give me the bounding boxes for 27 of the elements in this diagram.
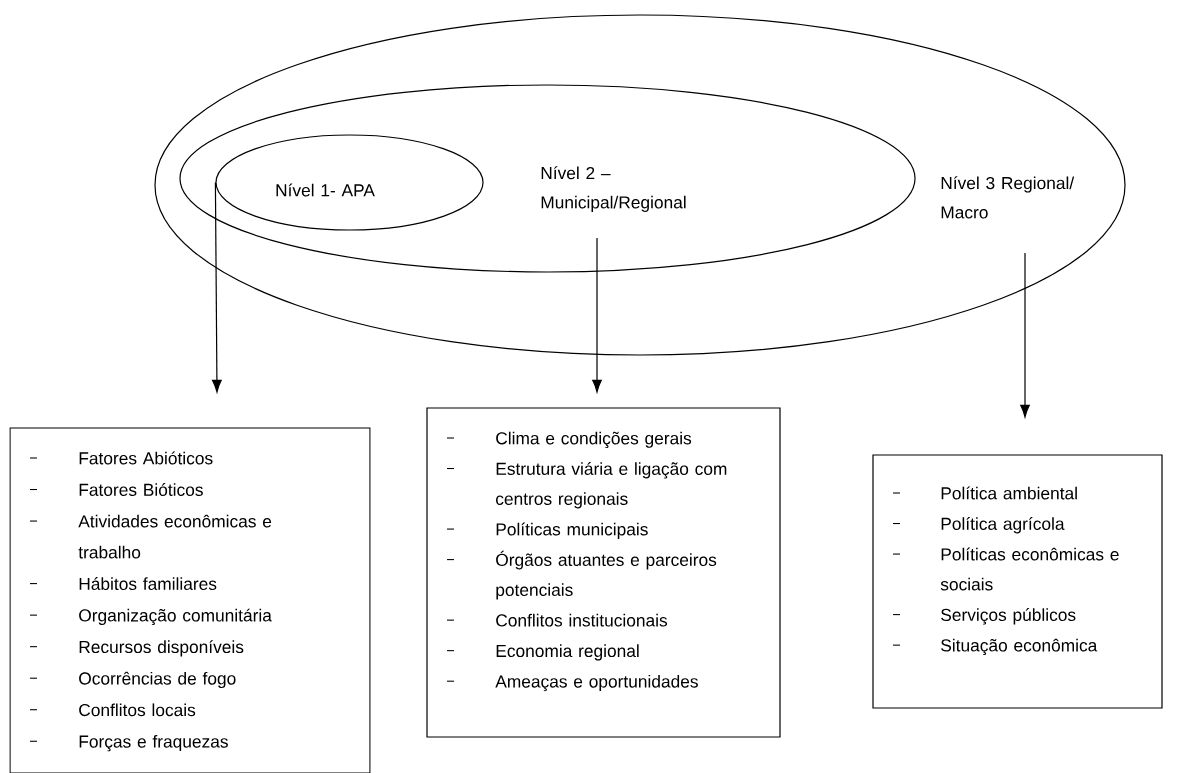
list-item: Situação econômica: [941, 638, 1098, 656]
list-item: Fatores Abióticos: [79, 451, 213, 465]
list-item: Economia regional: [496, 644, 639, 661]
list-item: Estrutura viária e ligação com centros regionais: [496, 462, 727, 509]
level-label: Nível 1- APA: [276, 183, 375, 197]
list-item: Forças e fraquezas: [79, 735, 228, 752]
list-item: Fatores Bióticos: [79, 483, 203, 496]
list-item: Política ambiental: [941, 486, 1077, 500]
list-item: Conflitos locais: [79, 703, 196, 717]
list-item: Atividades econômicas e trabalho: [78, 514, 272, 559]
list-item: Política agrícola: [941, 517, 1065, 534]
level-label: Nível 2 – Municipal/Regional: [541, 166, 686, 212]
list-item: Políticas econômicas e sociais: [940, 547, 1119, 591]
list-item: Organização comunitária: [79, 608, 272, 626]
list-item: Hábitos familiares: [79, 577, 217, 591]
list-item: Recursos disponíveis: [79, 640, 244, 657]
arrow: [592, 237, 602, 393]
list-item: Políticas municipais: [496, 522, 648, 539]
arrow: [1020, 252, 1030, 418]
level-label: Nível 3 Regional/ Macro: [941, 176, 1075, 219]
list-item: Serviços públicos: [941, 608, 1076, 625]
list-item: Ocorrências de fogo: [79, 671, 236, 689]
list-item: Ameaças e oportunidades: [495, 674, 698, 692]
arrow: [212, 181, 222, 393]
list-item: Clima e condições gerais: [496, 431, 692, 448]
list-item: Conflitos institucionais: [496, 613, 668, 627]
list-item: Órgãos atuantes e parceiros potenciais: [496, 550, 717, 600]
